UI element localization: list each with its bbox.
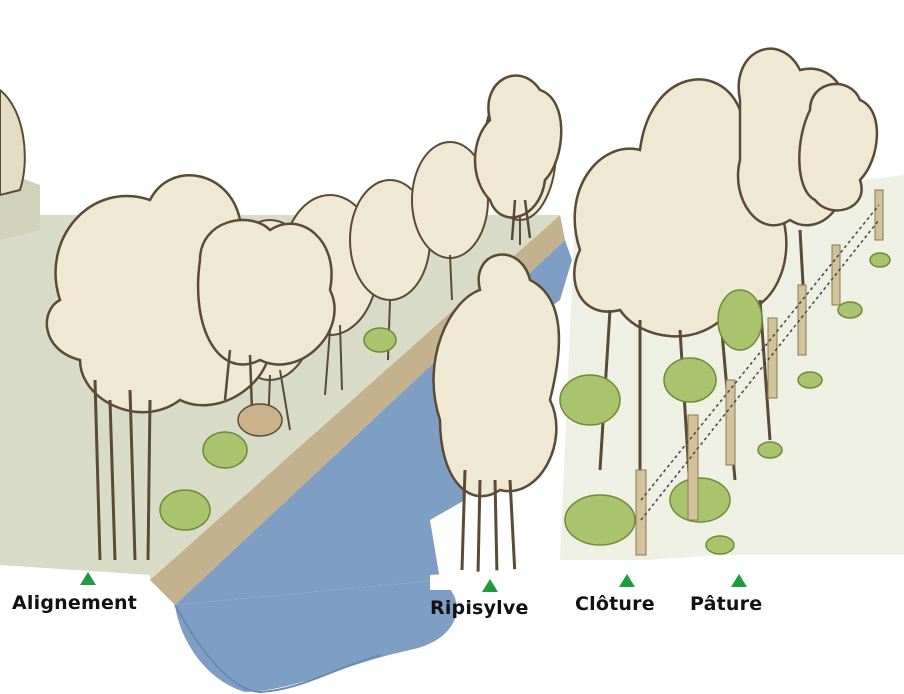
label-cloture: Clôture [575,593,655,615]
pature-marker-icon [731,574,747,587]
label-ripisylve: Ripisylve [430,597,529,619]
alignement-marker-icon [80,572,96,585]
label-alignement: Alignement [12,592,137,614]
ripisylve-marker-icon [482,579,498,592]
far-left-tree [0,90,25,195]
label-pature: Pâture [690,593,762,615]
left-bush [238,404,282,436]
cloture-marker-icon [619,574,635,587]
